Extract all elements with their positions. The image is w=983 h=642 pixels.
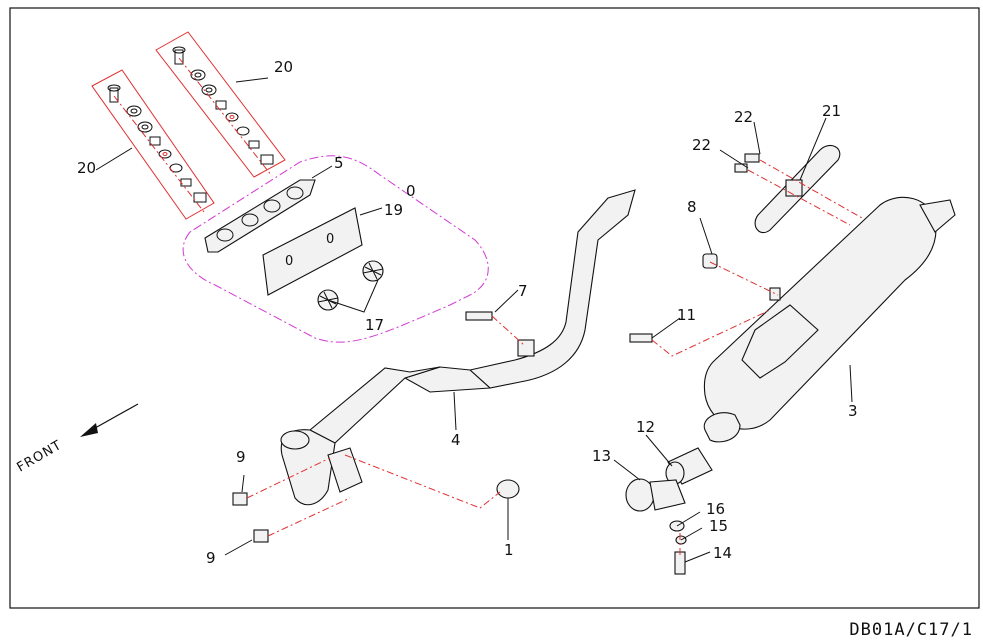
drawing-frame [9,7,980,609]
callout-8: 8 [687,198,697,216]
mount-bolt-11 [629,333,653,343]
callout-leaders [95,77,853,563]
callout-7: 7 [518,282,528,300]
callout-14: 14 [713,544,732,562]
callout-22-upper: 22 [734,108,753,126]
muffler [703,196,956,443]
front-label: FRONT [15,438,65,476]
callout-15: 15 [709,517,728,535]
callout-11: 11 [677,306,696,324]
exhaust-gasket [496,479,520,499]
callout-20-right: 20 [274,58,293,76]
callout-17: 17 [365,316,384,334]
hardware-kit-right [155,31,286,178]
callout-3: 3 [848,402,858,420]
outlet-clamp [625,478,686,512]
header-pipe [280,189,636,506]
grommet [702,253,718,269]
callout-9-lower: 9 [206,549,216,567]
push-clip-fasteners [317,260,384,311]
outlet-sleeve [665,447,713,485]
callout-19: 19 [384,201,403,219]
callout-13: 13 [592,447,611,465]
svg-text:0: 0 [326,232,334,247]
svg-text:0: 0 [285,254,293,269]
heat-shield-plate: 0 0 [262,207,363,296]
callout-0: 0 [406,182,416,200]
callout-21: 21 [822,102,841,120]
drawing-code: DB01A/C17/1 [849,620,973,640]
hardware-kit-left [91,69,215,220]
callout-labels: 20 20 5 0 19 17 7 11 8 22 22 21 3 4 12 1… [77,58,858,567]
muffler-hanger-strap [754,145,841,234]
assembly-leaders [246,159,863,556]
clamp-bolt-kit [669,520,687,575]
callout-4: 4 [451,431,461,449]
flange-nut-upper [232,492,248,506]
heat-shield-group-outline [182,155,489,343]
heat-shield-bracket [204,179,316,253]
callout-9-upper: 9 [236,448,246,466]
mount-bolt-7 [465,311,493,321]
hanger-bolts [734,153,760,173]
front-direction-arrow: FRONT [15,403,139,476]
callout-1: 1 [504,541,514,559]
callout-16: 16 [706,500,725,518]
callout-22-lower: 22 [692,136,711,154]
callout-20-left: 20 [77,159,96,177]
callout-12: 12 [636,418,655,436]
callout-5: 5 [334,154,344,172]
flange-nut-lower [253,529,269,543]
